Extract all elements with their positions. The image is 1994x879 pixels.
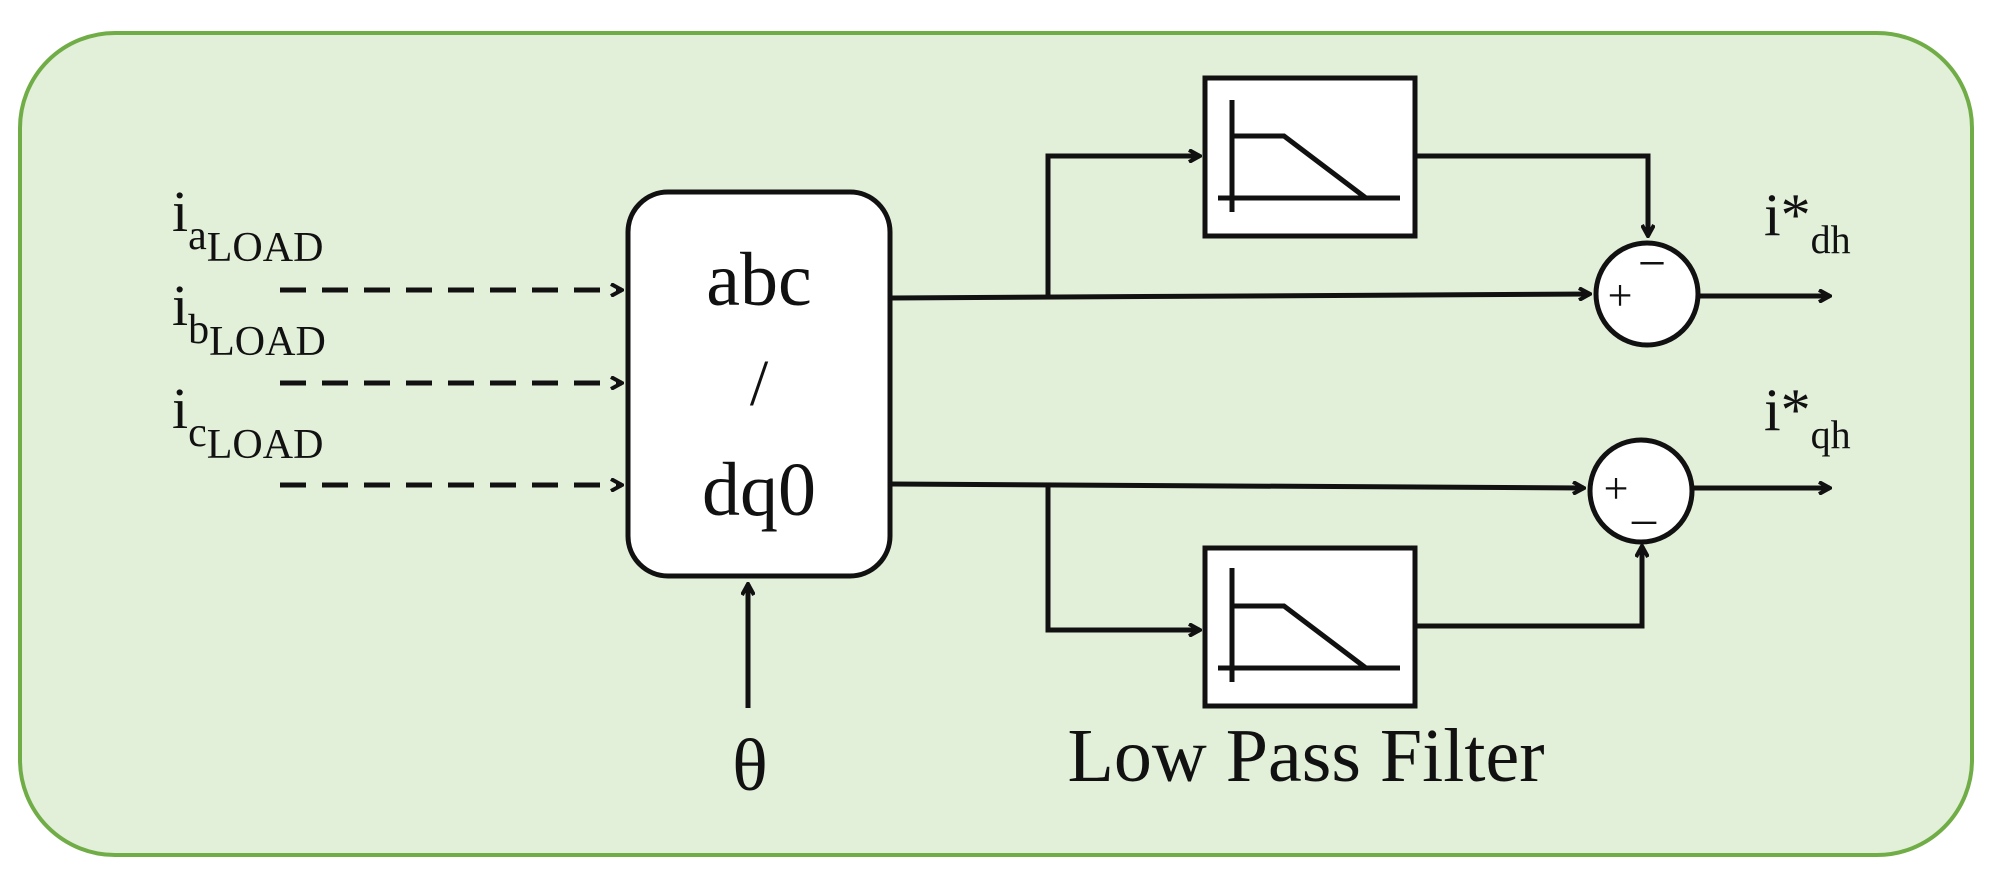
summing-junction-d: + − xyxy=(1593,235,1701,348)
output-label-qh: i*qh xyxy=(1764,377,1851,457)
low-pass-filter-icon xyxy=(1218,100,1400,212)
angle-input-label: θ xyxy=(732,725,767,807)
d-axis-filter-branch xyxy=(1045,156,1200,298)
signal-paths xyxy=(891,153,1830,630)
q-axis-signal xyxy=(891,484,1584,488)
input-label-ia-load: iaLOAD xyxy=(172,179,323,271)
lower-filter-output xyxy=(1415,546,1642,629)
low-pass-filter-icon xyxy=(1218,568,1400,682)
input-label-ib-load: ibLOAD xyxy=(172,273,326,365)
transform-label-slash: / xyxy=(750,347,769,420)
transform-label-abc: abc xyxy=(706,238,811,322)
summing-junction-q: + _ xyxy=(1587,437,1695,545)
d-axis-signal xyxy=(891,294,1590,298)
diagram-panel xyxy=(18,31,1974,857)
q-axis-filter-branch xyxy=(1045,484,1200,630)
upper-filter-output xyxy=(1415,153,1648,236)
junction-q-plus-sign: + xyxy=(1604,464,1629,513)
transform-label-dq0: dq0 xyxy=(702,448,816,532)
input-signals xyxy=(280,290,622,485)
upper-low-pass-filter xyxy=(1202,75,1418,239)
input-label-ic-load: icLOAD xyxy=(172,376,323,468)
junction-d-minus-sign: − xyxy=(1638,235,1666,291)
junction-d-plus-sign: + xyxy=(1608,271,1633,320)
output-label-dh: i*dh xyxy=(1764,182,1851,262)
lower-low-pass-filter xyxy=(1202,545,1418,709)
abc-dq0-transform-block xyxy=(625,189,893,579)
low-pass-filter-label: Low Pass Filter xyxy=(1067,714,1544,798)
junction-q-minus-sign: _ xyxy=(1631,476,1657,529)
